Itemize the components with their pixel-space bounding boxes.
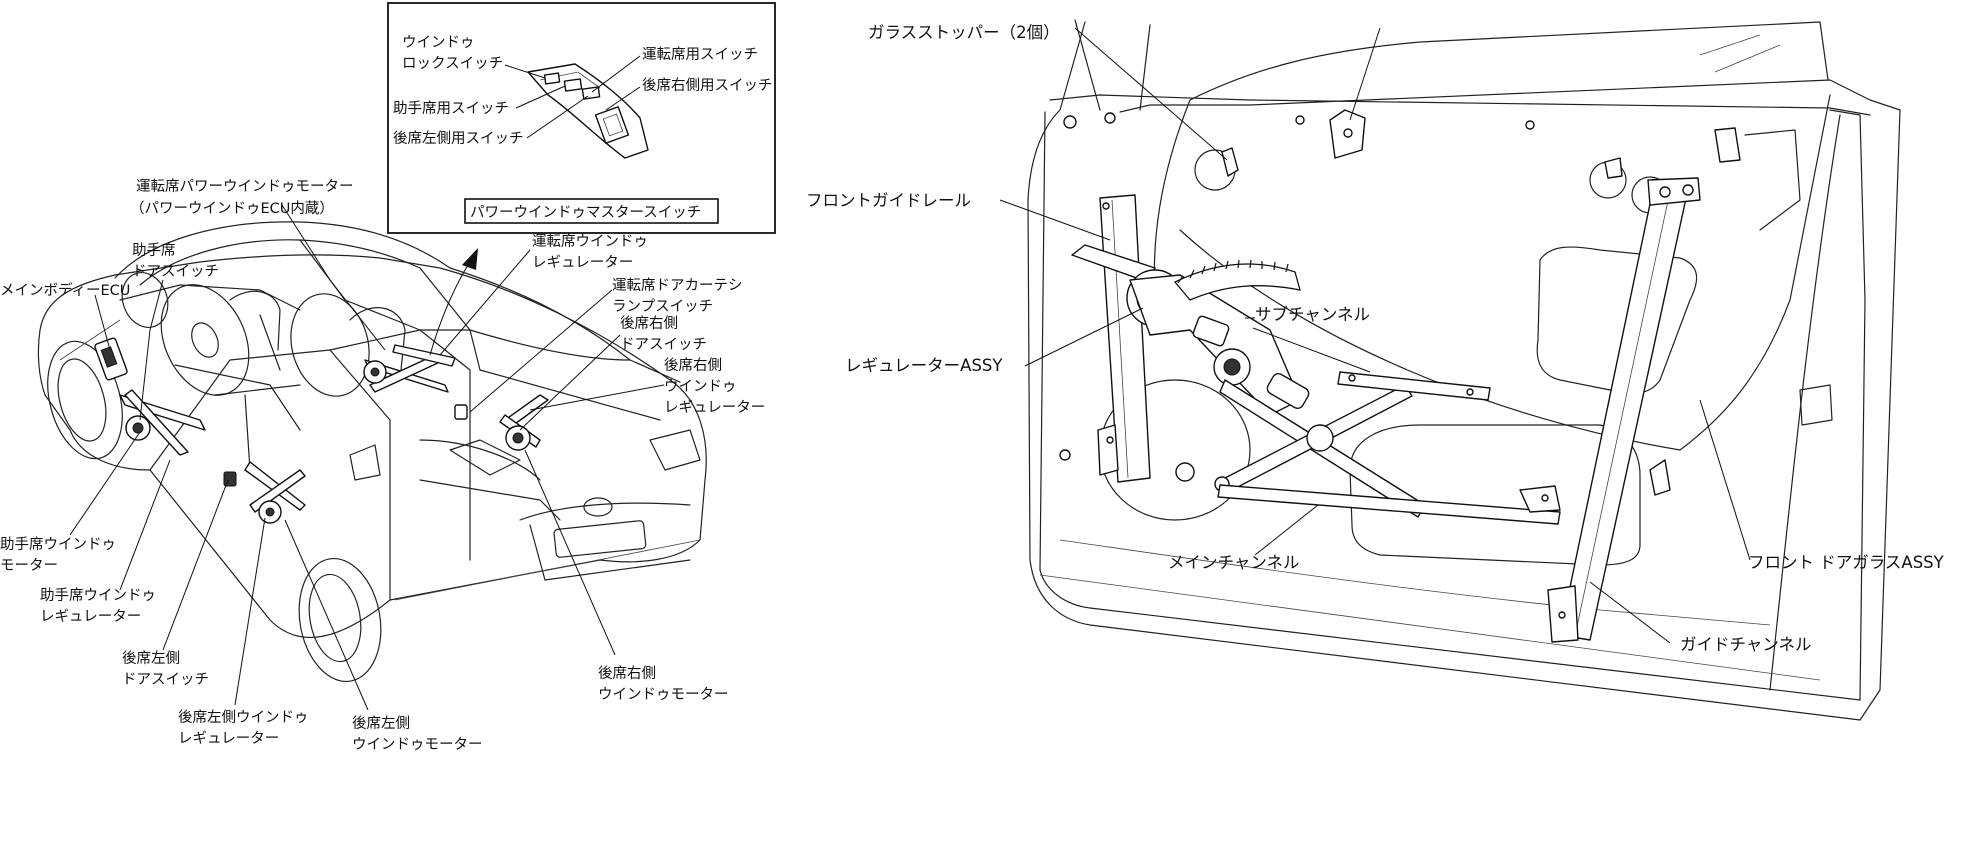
- label-driver-motor-ecu: （パワーウインドゥECU内蔵）: [130, 200, 334, 217]
- label-main-channel: メインチャンネル: [1168, 553, 1300, 572]
- label-rear-right-door-switch-2: ドアスイッチ: [620, 337, 707, 353]
- label-guide-channel: ガイドチャンネル: [1680, 635, 1812, 654]
- label-main-body-ecu: メインボディーECU: [0, 281, 130, 299]
- label-rear-right-motor: 後席右側: [598, 665, 656, 682]
- glass-stopper-parts: [1221, 109, 1366, 177]
- label-passenger-regulator: 助手席ウインドゥ: [40, 587, 156, 604]
- label-rear-left-motor: 後席左側: [352, 715, 410, 732]
- label-sub-channel: サブチャンネル: [1255, 304, 1370, 324]
- label-courtesy-switch: 運転席ドアカーテシ: [612, 277, 743, 294]
- label-window-lock: ウインドゥ: [402, 34, 475, 51]
- driver-regulator-part: [363, 354, 449, 393]
- label-driver-regulator: 運転席ウインドゥ: [532, 233, 648, 250]
- guide-channel-part: [1547, 127, 1741, 643]
- label-rear-left-regulator: 後席左側ウインドゥ: [178, 709, 309, 726]
- label-passenger-door-switch-2: ドアスイッチ: [132, 264, 219, 280]
- label-driver-switch: 運転席用スイッチ: [642, 46, 758, 63]
- label-passenger-switch: 助手席用スイッチ: [393, 100, 509, 117]
- label-rear-right-regulator: 後席右側: [664, 357, 722, 374]
- label-rear-right-regulator-2: ウインドゥ: [664, 378, 737, 395]
- label-rear-right-regulator-3: レギュレーター: [664, 399, 765, 416]
- label-rear-right-door-switch: 後席右側: [620, 315, 678, 332]
- rear-left-regulator-part: [244, 461, 306, 524]
- label-passenger-door-switch: 助手席: [132, 242, 176, 259]
- right-leader-lines: [999, 27, 1751, 644]
- left-labels: 運転席パワーウインドゥモーター （パワーウインドゥECU内蔵） 助手席 ドアスイ…: [0, 178, 765, 753]
- label-rear-right-motor-2: ウインドゥモーター: [598, 686, 729, 703]
- rear-left-door-switch-part: [223, 471, 237, 487]
- label-front-guide-rail: フロントガイドレール: [806, 191, 971, 210]
- label-rear-left-door-switch-2: ドアスイッチ: [122, 672, 209, 688]
- label-passenger-motor: 助手席ウインドゥ: [0, 536, 116, 553]
- label-rear-left-regulator-2: レギュレーター: [178, 730, 279, 747]
- label-passenger-regulator-2: レギュレーター: [40, 608, 141, 625]
- inset-title: パワーウインドゥマスタースイッチ: [470, 204, 701, 221]
- door-assembly: ガラスストッパー（2個） フロントガイドレール レギュレーターASSY サブチャ…: [806, 19, 1945, 721]
- label-glass-stopper: ガラスストッパー（2個）: [868, 23, 1060, 42]
- courtesy-switch-part: [454, 404, 468, 420]
- rear-right-regulator-part: [499, 394, 549, 451]
- main-channel-part: [1217, 484, 1561, 525]
- label-front-door-glass: フロント ドアガラスASSY: [1748, 553, 1945, 572]
- passenger-regulator-part: [119, 389, 206, 456]
- master-switch-drawing: [527, 63, 649, 159]
- left-leader-lines: [69, 204, 665, 711]
- main-body-ecu-part: [94, 337, 128, 381]
- door-frame-drawing: [1027, 19, 1901, 721]
- passenger-motor-part: [125, 415, 151, 441]
- car-body-drawing: [37, 221, 707, 683]
- car-overview: 運転席パワーウインドゥモーター （パワーウインドゥECU内蔵） 助手席 ドアスイ…: [0, 2, 776, 753]
- label-driver-regulator-2: レギュレーター: [532, 254, 633, 271]
- label-rear-right-switch: 後席右側用スイッチ: [642, 77, 773, 94]
- sub-channel-part: [1337, 371, 1491, 401]
- label-window-lock-2: ロックスイッチ: [402, 55, 503, 72]
- master-switch-inset: ウインドゥ ロックスイッチ 助手席用スイッチ 後席左側用スイッチ 運転席用スイッ…: [387, 2, 776, 234]
- label-rear-left-switch: 後席左側用スイッチ: [393, 130, 524, 147]
- label-passenger-motor-2: モーター: [0, 557, 58, 574]
- right-labels: ガラスストッパー（2個） フロントガイドレール レギュレーターASSY サブチャ…: [806, 23, 1945, 654]
- driver-motor-part: [392, 344, 456, 367]
- label-rear-left-motor-2: ウインドゥモーター: [352, 736, 483, 753]
- regulator-assy-part: [1071, 244, 1426, 518]
- label-courtesy-switch-2: ランプスイッチ: [612, 298, 713, 315]
- label-rear-left-door-switch: 後席左側: [122, 650, 180, 667]
- label-driver-motor: 運転席パワーウインドゥモーター: [136, 178, 354, 195]
- detail-arrow: [429, 248, 478, 356]
- label-regulator-assy: レギュレーターASSY: [845, 356, 1003, 375]
